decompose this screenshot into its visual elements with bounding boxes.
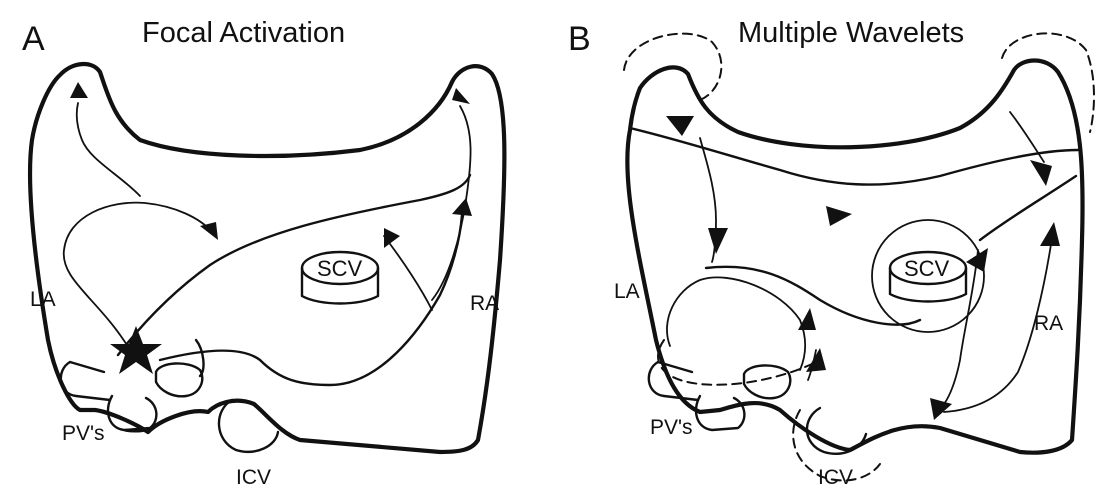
- panel-b-ra-label: RA: [1034, 312, 1063, 335]
- panel-a-la-label: LA: [30, 288, 56, 311]
- panel-b-pvs-label: PV's: [650, 416, 693, 439]
- panel-a-arrow-la-center: [200, 222, 218, 240]
- panel-a-pv-upper: [61, 362, 110, 400]
- panel-a-pv-right-upper: [156, 363, 202, 396]
- panel-a-pvs-label: PV's: [62, 422, 105, 445]
- panel-b-arrow-pv-top: [798, 308, 816, 330]
- panel-a-icv-label: ICV: [236, 466, 271, 489]
- panel-a-letter: A: [22, 20, 45, 58]
- panel-b-pv-upper: [649, 362, 698, 400]
- panel-b-atria-outline: [627, 61, 1082, 453]
- panel-b-la-label: LA: [614, 280, 640, 303]
- panel-a: A Focal Activation SCV: [22, 17, 504, 489]
- panel-a-arrow-ra-mid: [452, 198, 472, 216]
- panel-a-path-to-la-top: [77, 103, 140, 196]
- panel-b-arrow-la-mid: [708, 228, 728, 254]
- panel-a-arrow-scv: [384, 228, 400, 248]
- panel-b-dashed-ra-appendage: [1002, 33, 1094, 132]
- panel-a-icv: [219, 400, 278, 452]
- panel-a-scv-label: SCV: [317, 256, 363, 281]
- panel-b-dashed-pv-region: [658, 340, 820, 385]
- panel-b-upper-tract: [630, 128, 1078, 185]
- panel-b-wavelet-paths: [667, 112, 1052, 412]
- panel-a-title: Focal Activation: [142, 17, 345, 49]
- panel-b-title: Multiple Wavelets: [738, 17, 964, 49]
- panel-a-scv: SCV: [302, 252, 378, 304]
- panel-a-arrow-la-top: [70, 82, 88, 98]
- panel-a-path-to-la-center: [64, 203, 212, 350]
- panel-b-scv-label: SCV: [904, 256, 950, 281]
- panel-b-arrow-upper-tract: [826, 206, 852, 226]
- panel-a-icv-vessel: [219, 400, 278, 452]
- panel-b-arrow-ra-lateral: [1040, 222, 1060, 246]
- panel-b-arrow-ra-bottom: [930, 398, 952, 420]
- panel-b-dashed-regions: [624, 33, 1094, 480]
- panel-b-icv-label: ICV: [818, 466, 853, 489]
- panel-b-arrow-la-top: [666, 116, 694, 136]
- panel-b-arrow-ra-top: [1030, 160, 1052, 186]
- panel-b-ra-boundary: [980, 176, 1076, 240]
- panel-a-atria-outline: [30, 64, 504, 452]
- panel-a-path-ra-medial: [384, 236, 432, 310]
- panel-a-ra-label: RA: [470, 292, 499, 315]
- panel-b-letter: B: [568, 20, 591, 58]
- panel-b-wavelet-la-loop: [667, 277, 805, 370]
- panel-a-arrow-ra-top: [452, 88, 470, 104]
- panel-b: B Multiple Wavelets SCV: [568, 17, 1094, 489]
